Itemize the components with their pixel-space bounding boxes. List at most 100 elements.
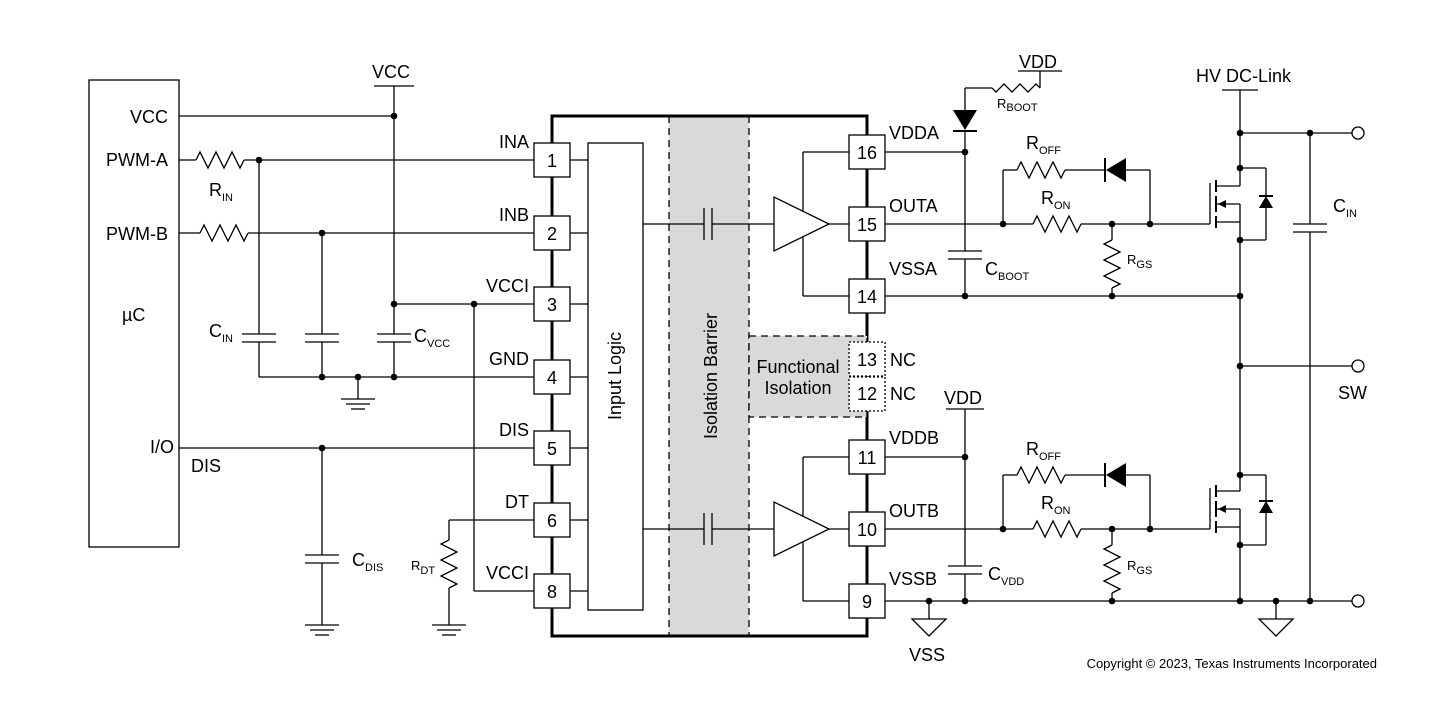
r-in-a-resistor: [195, 150, 245, 170]
hv-terminal: [1351, 126, 1365, 140]
svg-text:14: 14: [857, 287, 877, 307]
svg-text:13: 13: [857, 350, 877, 370]
output-channel-a: VDD RBOOT CBOOT RON ROFF: [885, 52, 1367, 601]
svg-text:4: 4: [547, 368, 557, 388]
svg-text:16: 16: [857, 143, 877, 163]
vdd-bottom-label: VDD: [944, 388, 982, 408]
isolation-barrier-region: [669, 116, 749, 636]
r-in-b-resistor: [199, 223, 249, 243]
r-on-b-label: RON: [1041, 493, 1071, 517]
pin-13: 13 NC: [848, 341, 916, 377]
pin-8-name: VCCI: [486, 563, 529, 583]
c-dis-label: CDIS: [352, 550, 383, 574]
svg-text:9: 9: [862, 592, 872, 612]
r-dt-resistor: [439, 539, 459, 589]
functional-isolation-line2: Isolation: [764, 378, 831, 398]
input-logic-block: [587, 142, 644, 611]
mcu-vcc-label: VCC: [130, 107, 168, 127]
pin-10: 10 OUTB: [848, 501, 939, 547]
power-ground-symbol: [1257, 618, 1295, 637]
output-channel-b: VDD CVDD RON ROFF RGS: [885, 388, 1365, 665]
pin-2: 2 INB: [499, 205, 571, 251]
svg-text:10: 10: [857, 520, 877, 540]
r-on-a-resistor: [1032, 214, 1082, 234]
pin-8: 8 VCCI: [486, 563, 571, 609]
svg-text:12: 12: [857, 384, 877, 404]
functional-isolation-block: [748, 335, 868, 418]
mcu-pwm-a-label: PWM-A: [106, 150, 168, 170]
r-boot-label: RBOOT: [997, 96, 1038, 114]
vss-ground-symbol: [910, 618, 948, 637]
driver-buffer-b: [773, 500, 831, 558]
pin-1: 1 INA: [499, 132, 571, 178]
pin-3-name: VCCI: [486, 276, 529, 296]
pin-9: 9 VSSB: [848, 569, 937, 619]
mosfet-low-side: [1209, 471, 1273, 601]
r-gs-b-label: RGS: [1127, 558, 1152, 577]
pin-4: 4 GND: [489, 349, 571, 395]
r-off-b-diode: [1106, 463, 1126, 487]
r-in-label: RIN: [209, 180, 233, 204]
svg-text:11: 11: [858, 448, 877, 468]
svg-text:8: 8: [547, 582, 557, 602]
c-in-right-label: CIN: [1333, 196, 1357, 220]
r-gs-a-resistor: [1102, 239, 1122, 289]
sw-label: SW: [1338, 383, 1367, 403]
input-wiring: VCC RIN CIN CVCC: [179, 62, 534, 636]
microcontroller-box: [88, 79, 180, 548]
pin-14-name: VSSA: [889, 259, 937, 279]
mcu-pwm-b-label: PWM-B: [106, 224, 168, 244]
hv-dc-link-label: HV DC-Link: [1196, 66, 1292, 86]
driver-buffer-a: [773, 195, 831, 253]
r-off-a-resistor: [1016, 160, 1066, 180]
pin-11-name: VDDB: [889, 428, 939, 448]
pin-16: 16 VDDA: [848, 123, 939, 170]
pin-13-name: NC: [890, 350, 916, 370]
pin-9-name: VSSB: [889, 569, 937, 589]
r-off-a-diode: [1106, 158, 1126, 182]
svg-text:1: 1: [547, 151, 557, 171]
return-terminal: [1351, 594, 1365, 608]
isolation-barrier-label: Isolation Barrier: [701, 313, 721, 439]
pin-6-name: DT: [505, 492, 529, 512]
pin-12: 12 NC: [848, 376, 916, 412]
pin-3: 3 VCCI: [486, 276, 571, 322]
input-logic-label: Input Logic: [605, 332, 625, 420]
svg-text:2: 2: [547, 224, 557, 244]
c-boot-label: CBOOT: [985, 259, 1029, 283]
pin-4-name: GND: [489, 349, 529, 369]
pin-2-name: INB: [499, 205, 529, 225]
sw-terminal: [1351, 359, 1365, 373]
vss-label: VSS: [909, 645, 945, 665]
r-gs-a-label: RGS: [1127, 252, 1152, 271]
pin-16-name: VDDA: [889, 123, 939, 143]
c-vcc-label: CVCC: [414, 326, 450, 350]
copyright-notice: Copyright © 2023, Texas Instruments Inco…: [1087, 656, 1377, 671]
r-off-a-label: ROFF: [1026, 133, 1061, 157]
c-in-left-label: CIN: [209, 321, 233, 345]
pin-14: 14 VSSA: [848, 259, 937, 314]
microcontroller-label: µC: [122, 305, 145, 325]
r-dt-label: RDT: [411, 558, 435, 577]
pin-5: 5 DIS: [499, 420, 571, 466]
svg-text:5: 5: [547, 439, 557, 459]
c-vdd-label: CVDD: [988, 564, 1024, 588]
r-boot-resistor: [991, 83, 1041, 93]
pin-15-name: OUTA: [889, 196, 938, 216]
svg-text:15: 15: [857, 215, 877, 235]
vcc-supply-label: VCC: [372, 62, 410, 82]
vdd-top-label: VDD: [1019, 52, 1057, 72]
pin-6: 6 DT: [505, 492, 571, 538]
bootstrap-diode: [953, 110, 977, 130]
pin-15: 15 OUTA: [848, 196, 938, 242]
svg-text:3: 3: [547, 295, 557, 315]
microcontroller: µC VCC PWM-A PWM-B I/O DIS: [88, 79, 221, 548]
r-on-b-resistor: [1032, 519, 1082, 539]
mosfet-high-side: [1209, 164, 1273, 244]
driver-ic: Isolation Barrier Input Logic: [486, 114, 939, 638]
r-gs-b-resistor: [1102, 544, 1122, 594]
r-on-a-label: RON: [1041, 188, 1071, 212]
pin-12-name: NC: [890, 384, 916, 404]
functional-isolation-line1: Functional: [756, 357, 839, 377]
